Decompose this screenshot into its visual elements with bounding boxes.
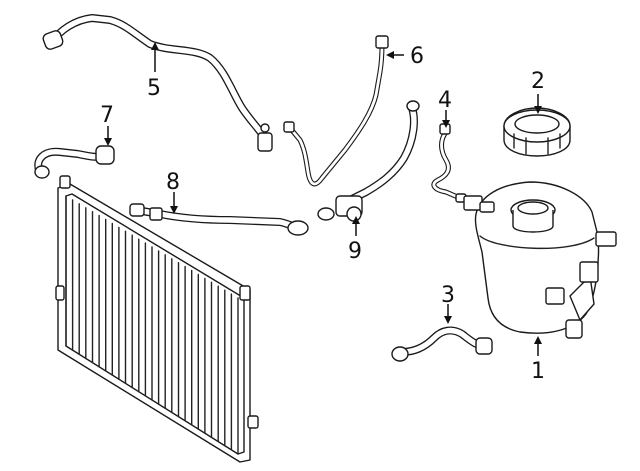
hose-part-4 <box>431 123 467 203</box>
hose-part-9 <box>317 100 420 222</box>
callout-7: 7 <box>100 103 114 128</box>
radiator-condenser <box>55 175 259 463</box>
callout-2: 2 <box>531 69 545 94</box>
callout-1: 1 <box>531 359 545 384</box>
expansion-tank <box>463 181 617 339</box>
hose-part-3 <box>391 326 493 362</box>
callout-5: 5 <box>147 76 161 101</box>
callout-9: 9 <box>348 239 362 264</box>
hose-part-7 <box>34 145 115 179</box>
callout-3: 3 <box>441 283 455 308</box>
hose-part-6 <box>283 35 389 187</box>
callout-4: 4 <box>438 88 452 113</box>
hose-part-5 <box>42 14 273 152</box>
leader-arrows <box>104 42 542 356</box>
callout-8: 8 <box>166 170 180 195</box>
callout-labels: 1 2 3 4 5 6 7 8 9 <box>100 44 545 384</box>
hose-part-8 <box>129 203 309 236</box>
callout-6: 6 <box>410 44 424 69</box>
reservoir-cap <box>503 107 571 157</box>
